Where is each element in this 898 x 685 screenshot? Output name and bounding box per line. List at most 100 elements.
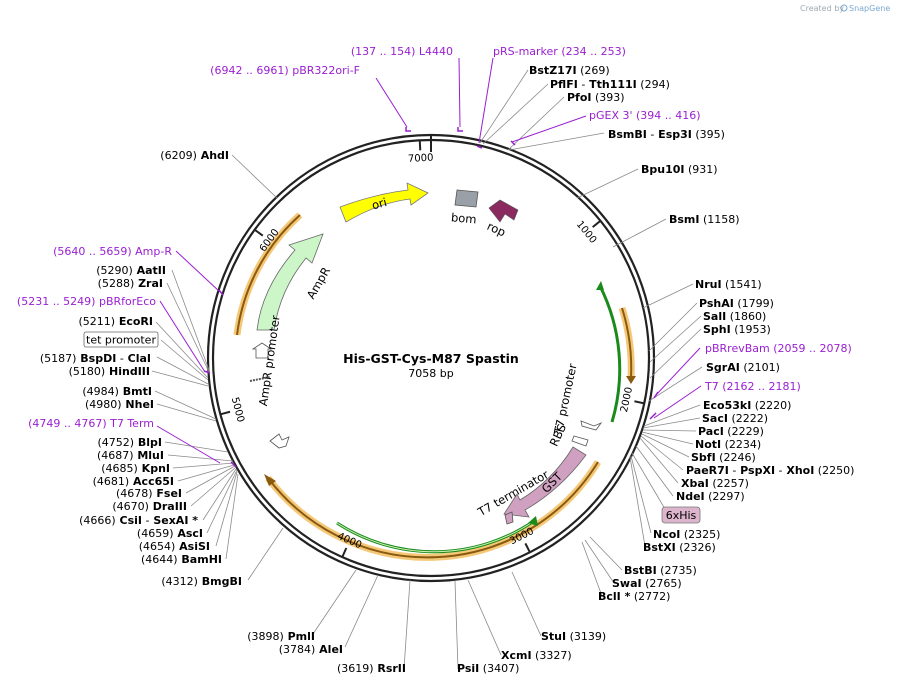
site-label-pfoi[interactable]: PfoI (393) <box>567 91 625 104</box>
site-label-nhei[interactable]: (4980) NheI <box>85 398 154 411</box>
site-label-part: - <box>729 464 736 477</box>
site-label-swai[interactable]: SwaI (2765) <box>612 577 682 590</box>
site-label-draiii[interactable]: (4670) DraIII <box>112 500 187 513</box>
site-label-ecori[interactable]: (5211) EcoRI <box>78 315 153 328</box>
site-label-mlui[interactable]: (4687) MluI <box>97 449 164 462</box>
site-label-bstz17i[interactable]: BstZ17I (269) <box>529 64 610 77</box>
site-label-eco53ki[interactable]: Eco53kI (2220) <box>703 399 791 412</box>
site-label-kpni[interactable]: (4685) KpnI <box>101 462 170 475</box>
tick-label-7000: 7000 <box>408 153 434 165</box>
feature-ori[interactable]: ori <box>339 182 429 223</box>
site-label-bspdi[interactable]: (5187) BspDI - ClaI <box>40 352 151 365</box>
site-label-sgrai[interactable]: SgrAI (2101) <box>706 361 780 374</box>
site-label-part: (3898) <box>247 630 284 643</box>
site-label-part: NheI <box>122 398 154 411</box>
site-label-sphi[interactable]: SphI (1953) <box>703 323 771 336</box>
site-label-fsei[interactable]: (4678) FseI <box>116 487 182 500</box>
site-label-paer7i[interactable]: PaeR7I - PspXI - XhoI (2250) <box>686 464 854 477</box>
site-label-saci[interactable]: SacI (2222) <box>702 412 768 425</box>
site-label-alei[interactable]: (3784) AleI <box>279 643 343 656</box>
site-label-part: pBRrevBam <box>705 342 770 355</box>
leader-bmgbi <box>247 527 284 581</box>
site-label-blpi[interactable]: (4752) BlpI <box>97 436 162 449</box>
site-label-xcmi[interactable]: XcmI (3327) <box>501 649 572 662</box>
site-label-noti[interactable]: NotI (2234) <box>695 438 761 451</box>
site-label-bcli[interactable]: BclI * (2772) <box>598 590 670 603</box>
site-label-part: (294) <box>637 78 670 91</box>
site-label-t7term[interactable]: (4749 .. 4767) T7 Term <box>28 417 154 430</box>
site-label-bsmi[interactable]: BsmI (1158) <box>669 213 740 226</box>
feature-bom[interactable]: bom <box>451 189 479 226</box>
site-label-pbrrevbam[interactable]: pBRrevBam (2059 .. 2078) <box>705 342 852 355</box>
leader-hindiii <box>151 370 209 387</box>
tick-label-2000: 2000 <box>619 386 635 413</box>
feature-t7-terminator[interactable] <box>269 433 290 449</box>
site-label-asci[interactable]: (4659) AscI <box>137 527 203 540</box>
site-label-part: (269) <box>577 64 610 77</box>
site-label-pbrforeco[interactable]: (5231 .. 5249) pBRforEco <box>17 295 156 308</box>
feature-tet-promoter-mark <box>249 376 271 382</box>
site-label-sali[interactable]: SalI (1860) <box>703 310 766 323</box>
site-label-bmgbi[interactable]: (4312) BmgBI <box>161 575 242 588</box>
feature-rop[interactable]: rop <box>485 199 519 239</box>
leader-draiii <box>190 467 236 507</box>
site-label-prsmarker[interactable]: pRS-marker (234 .. 253) <box>493 45 626 58</box>
site-label-bpu10i[interactable]: Bpu10I (931) <box>641 163 718 176</box>
site-label-acc65i[interactable]: (4681) Acc65I <box>93 475 174 488</box>
site-label-part: (2326) <box>676 541 716 554</box>
site-label-stui[interactable]: StuI (3139) <box>541 630 606 643</box>
site-label-part: (3139) <box>566 630 606 643</box>
site-label-bamhi[interactable]: (4644) BamHI <box>141 553 222 566</box>
site-label-part: (4670) <box>112 500 149 513</box>
tet-promoter-box[interactable]: tet promoter <box>83 331 159 348</box>
site-label-bmti[interactable]: (4984) BmtI <box>82 385 152 398</box>
site-label-aatii[interactable]: (5290) AatII <box>96 264 166 277</box>
leader-t7primer <box>653 385 702 419</box>
leader-stui <box>511 571 542 637</box>
site-label-pgex3[interactable]: pGEX 3' (394 .. 416) <box>589 109 701 122</box>
site-label-hindiii[interactable]: (5180) HindIII <box>69 365 150 378</box>
site-label-t7primer[interactable]: T7 (2162 .. 2181) <box>704 380 801 393</box>
site-label-paci[interactable]: PacI (2229) <box>698 425 764 438</box>
his6-box[interactable]: 6xHis <box>661 506 701 524</box>
bom-box <box>454 189 479 208</box>
site-label-part: AatII <box>133 264 166 277</box>
tet-promoter-hatch <box>249 376 271 382</box>
t7-terminator-arrow <box>269 433 290 449</box>
primer-marker-ampr <box>218 289 224 296</box>
primer-marker-l4440 <box>457 127 463 132</box>
site-label-part: XbaI <box>681 477 709 490</box>
leader-fsei <box>185 465 236 494</box>
site-label-zrai[interactable]: (5288) ZraI <box>98 277 163 290</box>
site-label-bstbi[interactable]: BstBI (2735) <box>624 564 697 577</box>
site-label-nrui[interactable]: NruI (1541) <box>695 278 762 291</box>
site-label-pmli[interactable]: (3898) PmlI <box>247 630 315 643</box>
leader-tet <box>160 339 209 381</box>
primer-marker-pbr322ori <box>405 127 411 132</box>
site-label-pflfi[interactable]: PflFI - Tth111I (294) <box>550 78 670 91</box>
site-label-l4440[interactable]: (137 .. 154) L4440 <box>351 45 453 58</box>
ampr-promoter-arrow <box>251 342 273 359</box>
site-label-asisi[interactable]: (4654) AsiSI <box>139 540 210 553</box>
site-label-csii[interactable]: (4666) CsiI - SexAI * <box>79 514 198 527</box>
tick-1000 <box>592 220 602 228</box>
site-label-pshai[interactable]: PshAI (1799) <box>699 297 774 310</box>
site-label-part: (234 .. 253) <box>558 45 626 58</box>
site-label-part: AhdI <box>197 149 229 162</box>
site-label-ampr[interactable]: (5640 .. 5659) Amp-R <box>53 245 172 258</box>
site-label-pbr322ori[interactable]: (6942 .. 6961) pBR322ori-F <box>210 64 360 77</box>
site-label-ncoi[interactable]: NcoI (2325) <box>653 528 720 541</box>
site-label-part: (4644) <box>141 553 178 566</box>
site-label-psii[interactable]: PsiI (3407) <box>457 662 519 675</box>
site-label-bstxi[interactable]: BstXI (2326) <box>643 541 716 554</box>
leader-ndei <box>635 445 674 497</box>
site-label-part: SexAI * <box>150 514 199 527</box>
site-label-ahdi[interactable]: (6209) AhdI <box>160 149 229 162</box>
site-label-xbai[interactable]: XbaI (2257) <box>681 477 749 490</box>
site-label-sbfi[interactable]: SbfI (2246) <box>691 451 756 464</box>
snapgene-credit[interactable]: Created by SnapGene <box>800 4 890 13</box>
site-label-bsmbi[interactable]: BsmBI - Esp3I (395) <box>608 128 725 141</box>
site-label-ndei[interactable]: NdeI (2297) <box>676 490 745 503</box>
plasmid-name: His-GST-Cys-M87 Spastin <box>343 351 519 366</box>
site-label-rsrii[interactable]: (3619) RsrII <box>337 662 406 675</box>
